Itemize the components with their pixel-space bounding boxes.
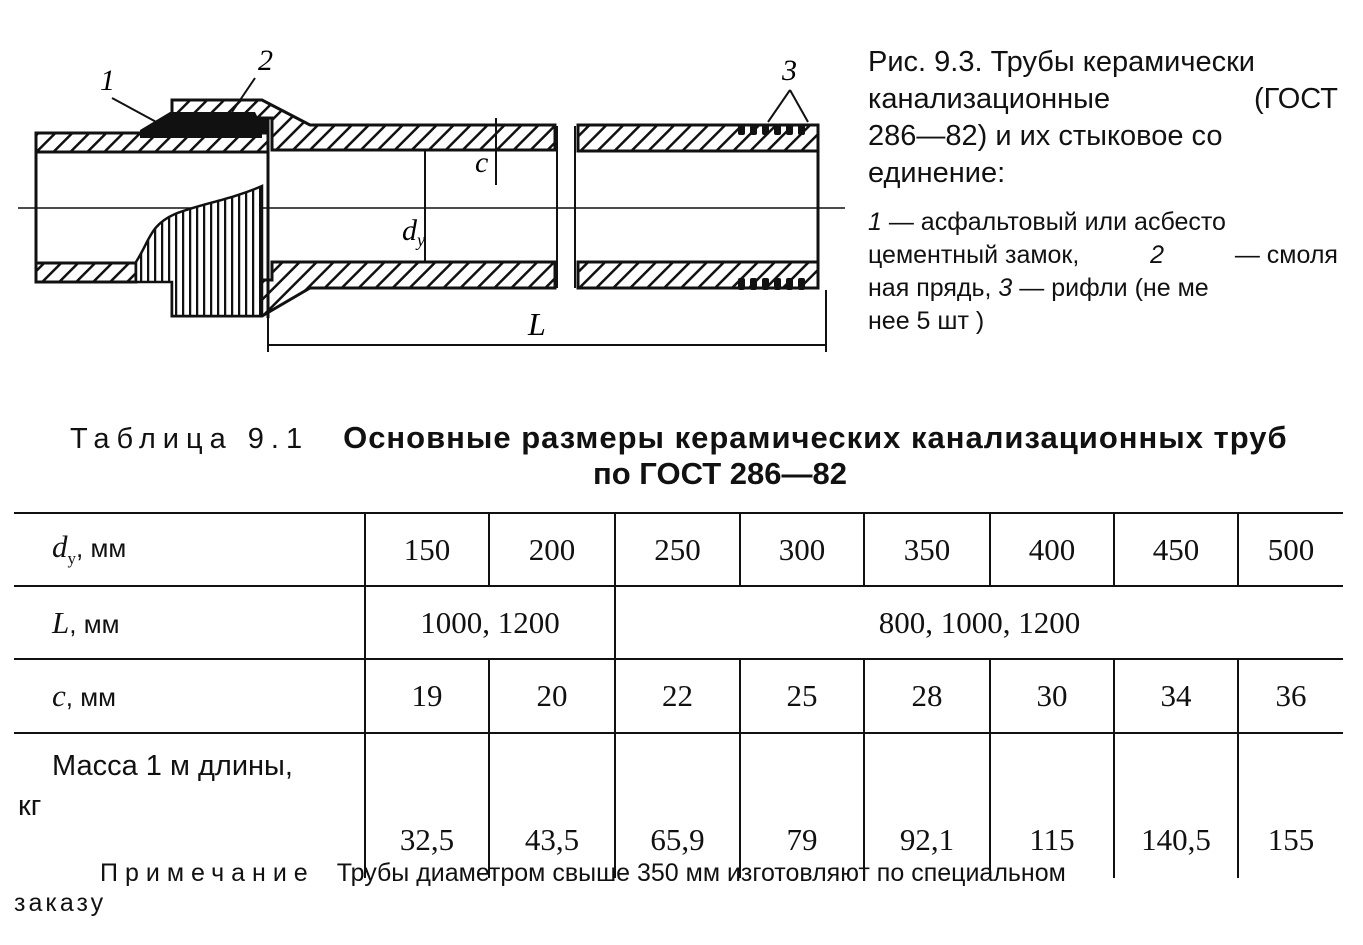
row-label-dy: dу, мм [14, 512, 365, 586]
note-text: Трубы диаметром свыше 350 мм изготовляют… [336, 859, 1066, 887]
pipe-wall-bottom [576, 260, 820, 290]
table-heading-line-2: по ГОСТ 286—82 [593, 456, 847, 491]
table-cell: 92,1 [863, 732, 990, 878]
caption-line-2: канализационные(ГОСТ [868, 83, 1338, 115]
note-label: Примечание [100, 859, 315, 887]
table-cell: 115 [989, 732, 1114, 878]
label-3: 3 [781, 54, 797, 87]
caption-line-1: Рис. 9.3. Трубы керамически [868, 46, 1255, 78]
table-cell: 19 [364, 658, 489, 733]
table-cell: 140,5 [1113, 732, 1238, 878]
legend-line-4: нее 5 шт ) [868, 307, 985, 335]
label-dy: dy [402, 214, 425, 250]
table-cell: 1000, 1200 [364, 585, 615, 659]
legend-line-3: ная прядь, 3 — рифли (не ме [868, 274, 1209, 302]
ribs-top [738, 125, 805, 135]
table-row: c, мм 19 20 22 25 28 30 34 36 [14, 658, 1343, 733]
label-c: c [475, 146, 488, 179]
table-cell: 25 [739, 658, 864, 733]
table-cell: 150 [364, 512, 489, 586]
pipe-joint-drawing: 1 2 3 c dy L [18, 44, 845, 352]
legend-line-2: цементный замок, 2 — смоля [868, 241, 1338, 269]
table-cell: 350 [863, 512, 990, 586]
table-cell: 155 [1237, 732, 1343, 878]
table-cell: 500 [1237, 512, 1343, 586]
table-cell: 250 [614, 512, 740, 586]
row-label-mass: Масса 1 м длины,кг [14, 732, 365, 878]
row-label-L: L, мм [14, 585, 365, 659]
table-note: Примечание Трубы диаметром свыше 350 мм и… [14, 858, 1344, 918]
table-cell: 20 [488, 658, 615, 733]
table-cell: 32,5 [364, 732, 489, 878]
legend-line-1: 1 — асфальтовый или асбесто [868, 208, 1226, 236]
table-cell: 34 [1113, 658, 1238, 733]
label-2: 2 [258, 44, 273, 77]
figure-caption: Рис. 9.3. Трубы керамически канализацион… [868, 44, 1338, 338]
pipe-wall-top [576, 123, 820, 153]
table-cell: 30 [989, 658, 1114, 733]
table-title: Таблица 9.1 Основные размеры керамически… [70, 420, 1310, 492]
table-cell: 450 [1113, 512, 1238, 586]
table-row: Масса 1 м длины,кг 32,5 43,5 65,9 79 92,… [14, 732, 1343, 878]
table-cell: 400 [989, 512, 1114, 586]
table-cell: 800, 1000, 1200 [614, 585, 1343, 659]
label-1: 1 [100, 64, 115, 97]
row-label-c: c, мм [14, 658, 365, 733]
table-row: L, мм 1000, 1200 800, 1000, 1200 [14, 585, 1343, 659]
table-cell: 79 [739, 732, 864, 878]
resin-strand-top [172, 118, 268, 132]
table-cell: 65,9 [614, 732, 740, 878]
caption-line-3: 286—82) и их стыковое со [868, 120, 1223, 152]
caption-line-4: единение: [868, 157, 1006, 189]
spigot-wall-bottom [34, 261, 138, 284]
caption-legend: 1 — асфальтовый или асбесто цементный за… [868, 206, 1338, 338]
table-cell: 300 [739, 512, 864, 586]
table-cell: 22 [614, 658, 740, 733]
table-number: Таблица 9.1 [70, 423, 310, 455]
note-continuation: заказу [14, 889, 107, 917]
table-cell: 200 [488, 512, 615, 586]
pipe-dimensions-table: dу, мм 150 200 250 300 350 400 450 500 L… [14, 512, 1343, 878]
table-row: dу, мм 150 200 250 300 350 400 450 500 [14, 512, 1343, 586]
table-cell: 28 [863, 658, 990, 733]
table-cell: 43,5 [488, 732, 615, 878]
label-L: L [527, 306, 546, 342]
ribs-bottom [738, 278, 805, 290]
cutaway-strand [134, 184, 264, 318]
table-heading: Основные размеры керамических канализаци… [343, 420, 1288, 455]
table-cell: 36 [1237, 658, 1343, 733]
